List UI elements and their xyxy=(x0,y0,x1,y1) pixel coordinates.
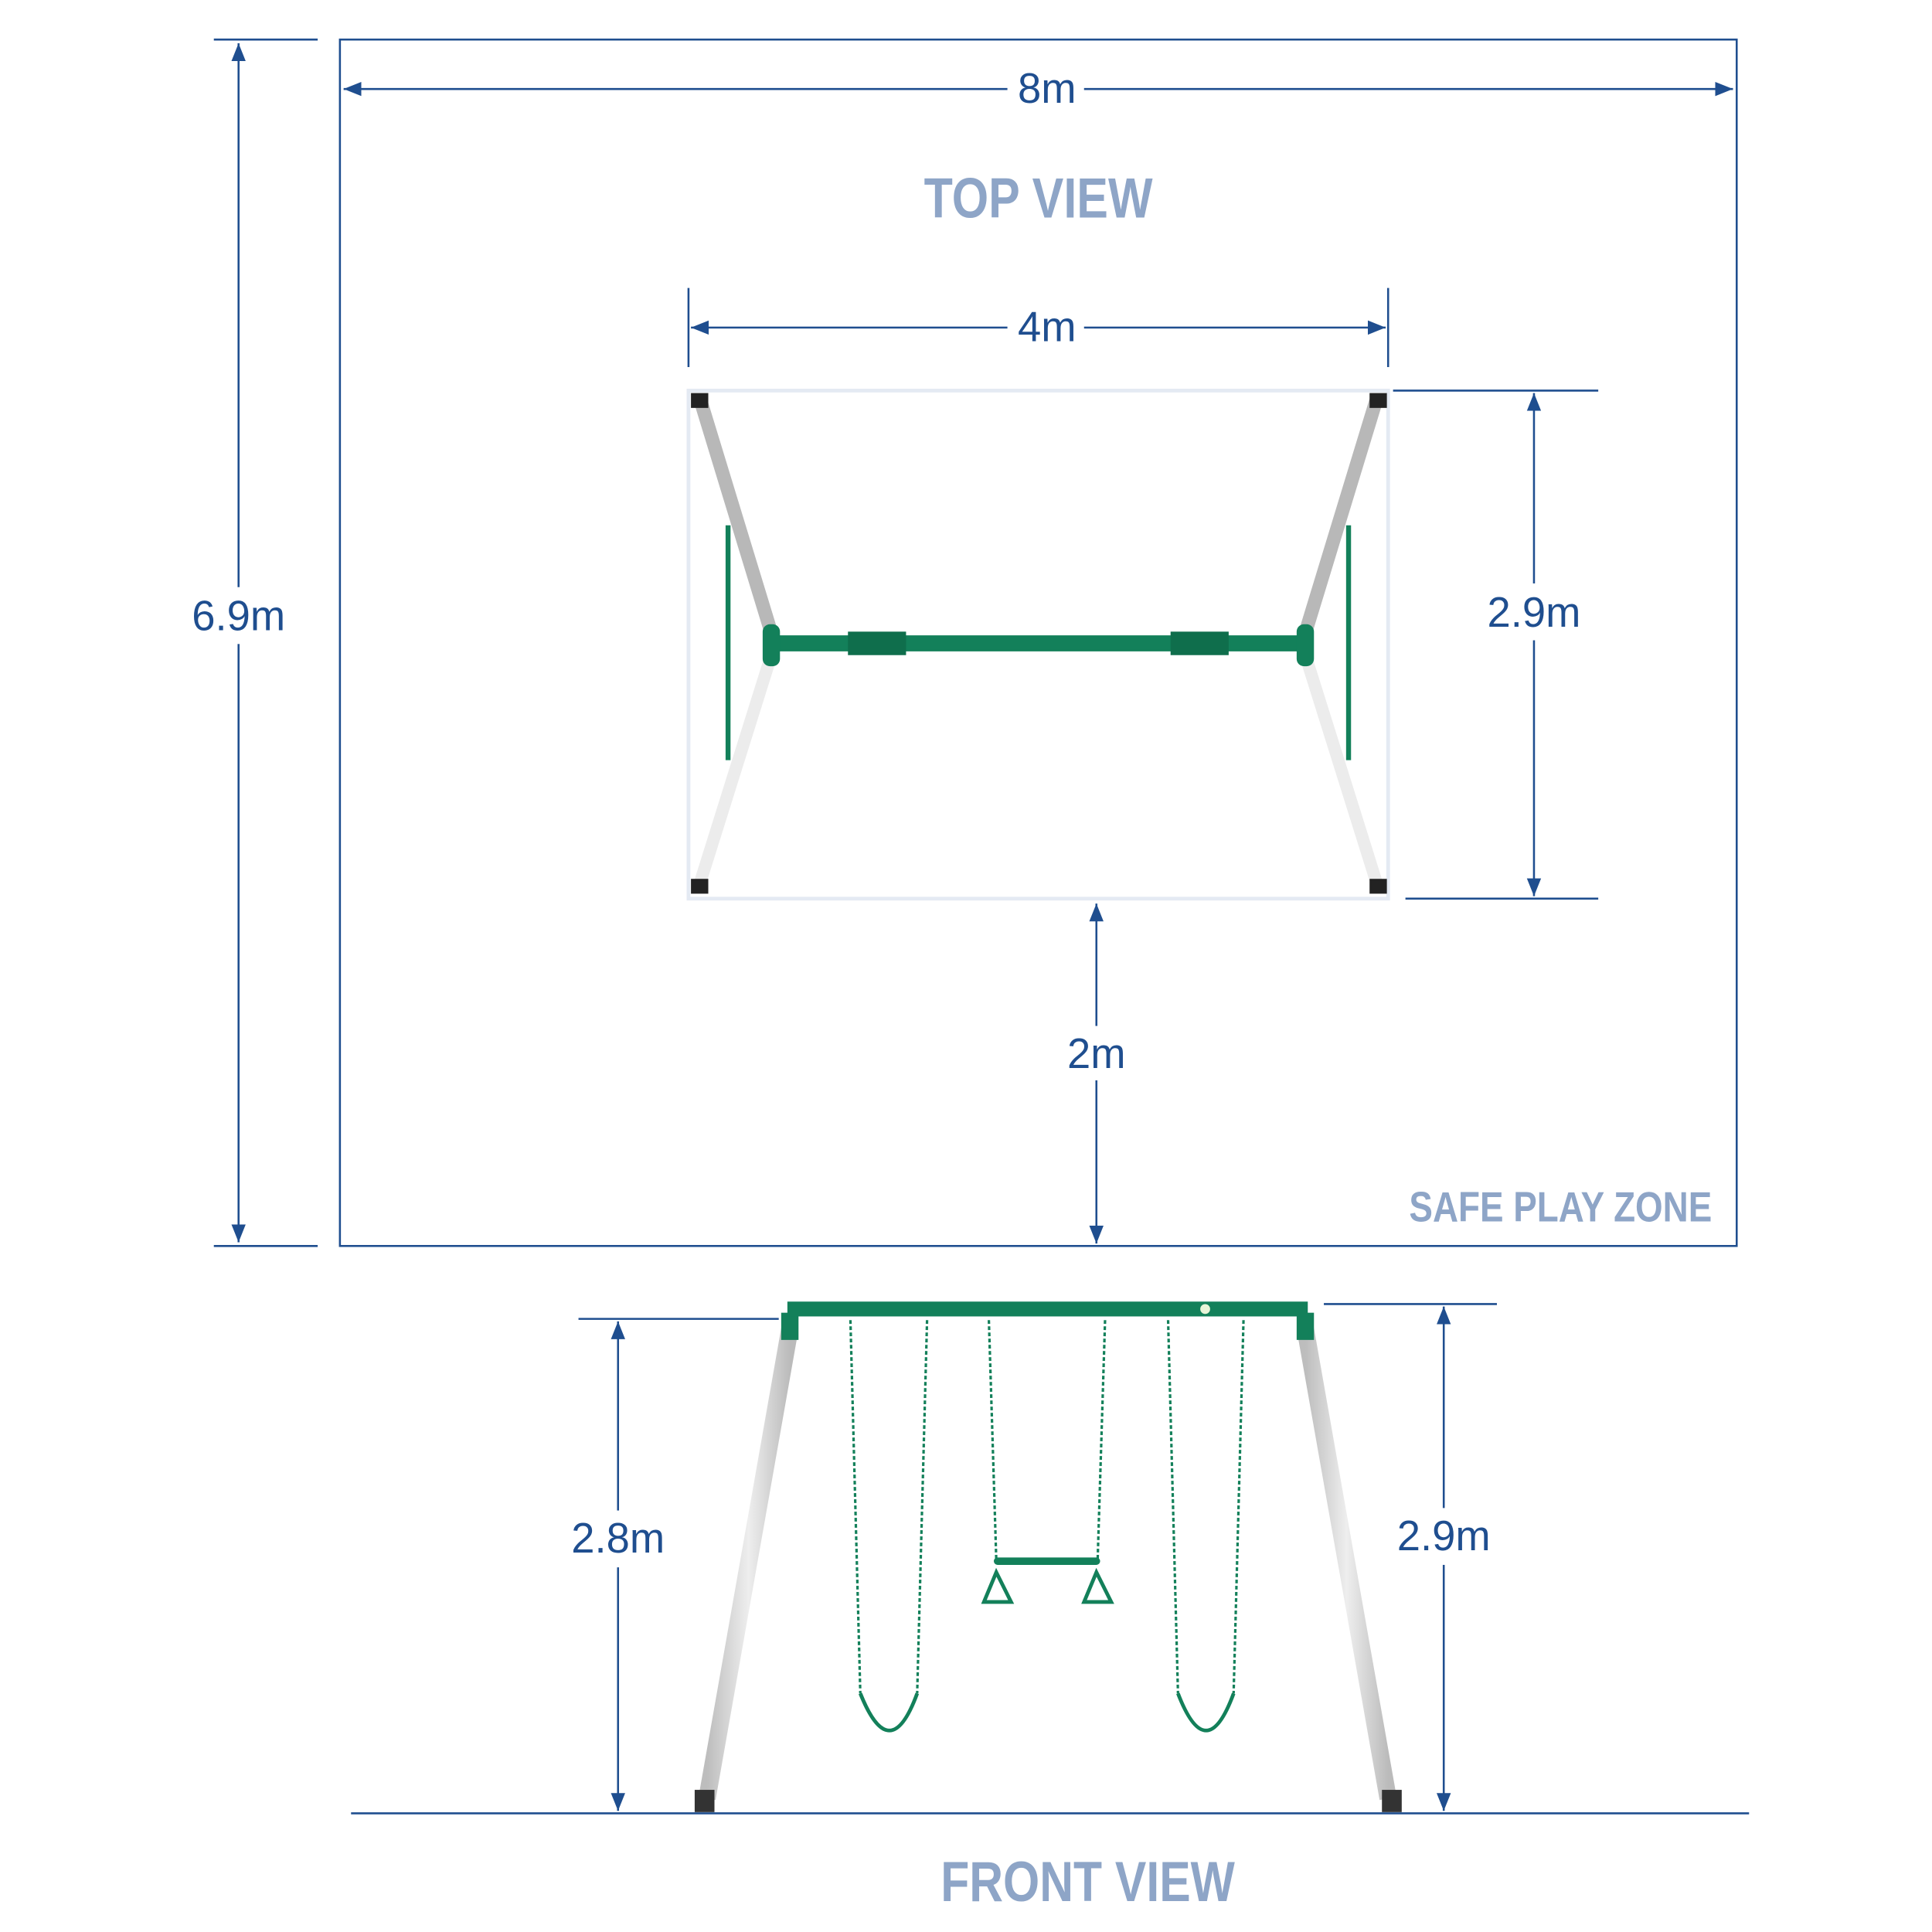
top-right-rear-leg xyxy=(1298,395,1383,640)
safe-zone-boundary xyxy=(338,38,1738,1247)
foot-cap xyxy=(694,1790,715,1812)
beam-height-label: 2.8m xyxy=(571,1515,665,1562)
swing-chain xyxy=(849,1320,862,1694)
frame-width-dimension: 4m xyxy=(687,287,1389,368)
foot-cap xyxy=(1382,1790,1402,1812)
foot-cap xyxy=(691,879,709,894)
frame-depth-dimension: 2.9m xyxy=(1393,389,1599,900)
swing-hanger xyxy=(1170,631,1229,655)
zone-depth-label: 6.9m xyxy=(192,593,285,640)
beam-height-dimension: 2.8m xyxy=(563,1318,779,1811)
swing-chain xyxy=(1166,1320,1179,1694)
frame-width-label: 4m xyxy=(1018,303,1077,350)
trapeze-chain xyxy=(987,1320,998,1560)
foot-cap xyxy=(1369,393,1387,408)
corner-bracket xyxy=(1296,624,1315,667)
trapeze-bar xyxy=(993,1557,1100,1565)
safe-play-zone: TOP VIEW SAFE PLAY ZONE xyxy=(338,38,1738,1247)
frame-footprint xyxy=(686,389,1390,901)
swing-frame-front-view xyxy=(694,1301,1402,1812)
top-left-rear-leg xyxy=(694,395,778,640)
zone-width-label: 8m xyxy=(1018,65,1077,112)
corner-bracket xyxy=(1296,1312,1315,1340)
top-right-front-leg xyxy=(1299,648,1383,886)
overall-height-dimension: 2.9m xyxy=(1324,1303,1498,1811)
corner-bracket xyxy=(762,624,781,667)
swing-chain xyxy=(916,1320,929,1694)
frame-depth-label: 2.9m xyxy=(1488,589,1581,636)
trapeze-chain xyxy=(1096,1320,1107,1560)
swing-frame-top-view xyxy=(686,389,1390,901)
swing-seat xyxy=(859,1692,920,1733)
corner-bracket xyxy=(781,1312,799,1340)
swing-hanger xyxy=(848,631,906,655)
foot-cap xyxy=(1369,879,1387,894)
trapeze-ring xyxy=(1081,1567,1114,1604)
front-view-title: FRONT VIEW xyxy=(940,1849,1235,1913)
top-view-title: TOP VIEW xyxy=(924,166,1153,230)
safe-zone-label: SAFE PLAY ZONE xyxy=(1409,1183,1712,1230)
clearance-dimension: 2m xyxy=(1060,903,1135,1244)
front-right-leg xyxy=(1297,1327,1397,1801)
swing-seat xyxy=(1176,1692,1236,1733)
zone-depth-dimension: 6.9m xyxy=(185,38,318,1247)
zone-width-dimension: 8m xyxy=(343,64,1733,114)
clearance-label: 2m xyxy=(1067,1030,1126,1077)
front-top-beam xyxy=(787,1301,1308,1317)
swing-chain xyxy=(1232,1320,1245,1694)
front-left-leg xyxy=(698,1327,799,1801)
trapeze-ring xyxy=(981,1567,1015,1604)
overall-height-label: 2.9m xyxy=(1397,1512,1491,1560)
top-left-front-leg xyxy=(694,648,778,886)
brand-badge xyxy=(1200,1304,1210,1315)
foot-cap xyxy=(691,393,709,408)
